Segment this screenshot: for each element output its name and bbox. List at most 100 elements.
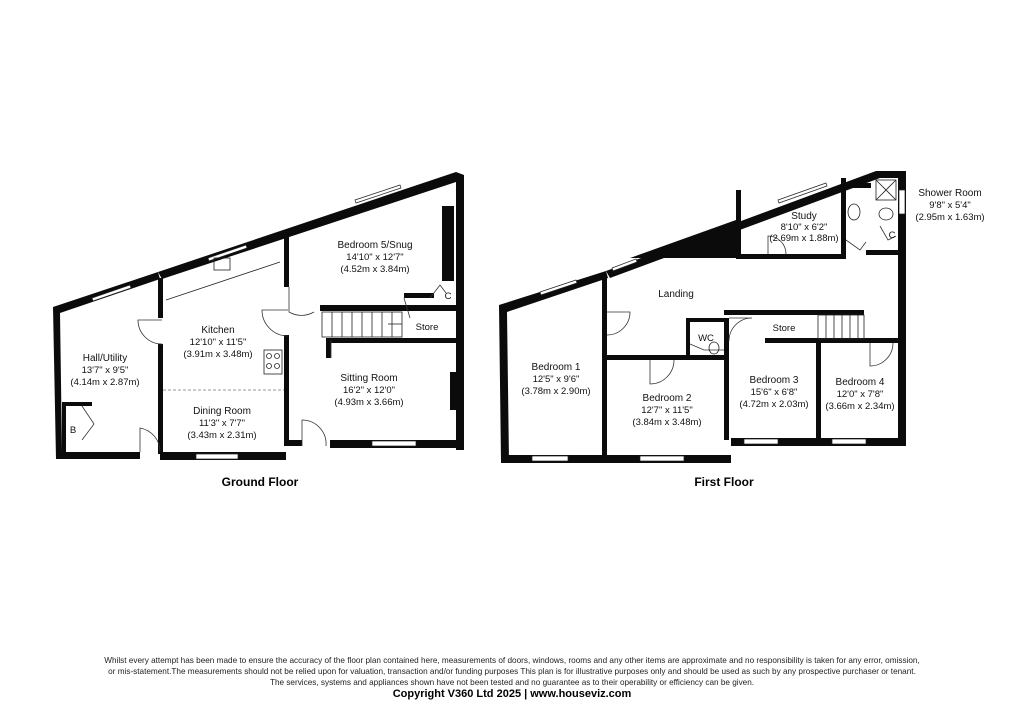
wc-label: WC (698, 333, 714, 344)
ground-floor-plan: Hall/Utility 13'7" x 9'5" (4.14m x 2.87m… (53, 172, 464, 489)
door (606, 311, 631, 336)
wall (602, 278, 607, 458)
study-metric: (2.69m x 1.88m) (769, 233, 838, 244)
first-cupboard-label: C (889, 230, 896, 241)
bedroom4-metric: (3.66m x 2.34m) (825, 401, 894, 412)
shower-imperial: 9'8" x 5'4" (929, 200, 971, 211)
wall (607, 355, 727, 360)
copyright: Copyright V360 Ltd 2025 | www.houseviz.c… (392, 688, 632, 700)
first-floor-bottom-wall-right (731, 438, 906, 446)
window (831, 438, 867, 445)
bedroom2-imperial: 12'7" x 11'5" (641, 405, 692, 416)
window (777, 182, 828, 204)
bedroom3-name: Bedroom 3 (750, 375, 799, 386)
wall (158, 344, 163, 454)
wall (326, 338, 331, 358)
cupboard-door (879, 225, 897, 241)
kitchen-metric: (3.91m x 3.48m) (183, 349, 252, 360)
wall (686, 318, 690, 358)
sitting-metric: (4.93m x 3.66m) (334, 397, 403, 408)
sitting-name: Sitting Room (340, 373, 397, 384)
door (649, 359, 675, 385)
wall (62, 402, 92, 406)
window (639, 455, 685, 462)
basin-icon (847, 203, 861, 221)
door (301, 419, 327, 447)
wall (841, 183, 871, 188)
dining-name: Dining Room (193, 406, 251, 417)
wall (404, 293, 434, 298)
bedroom4-name: Bedroom 4 (836, 377, 885, 388)
bedroom1-metric: (3.78m x 2.90m) (521, 386, 590, 397)
bedroom2-name: Bedroom 2 (643, 393, 692, 404)
dining-imperial: 11'3" x 7'7" (199, 418, 245, 429)
kitchen-name: Kitchen (201, 325, 234, 336)
door (137, 319, 163, 345)
study-name: Study (791, 211, 817, 222)
hob-icon (263, 349, 283, 375)
window (371, 440, 417, 447)
wall (284, 335, 289, 445)
cupboard-door (429, 284, 447, 299)
bedroom2-metric: (3.84m x 3.48m) (632, 417, 701, 428)
wall (736, 190, 741, 258)
door (261, 309, 289, 337)
ground-store-label: Store (416, 322, 439, 333)
first-store-label: Store (773, 323, 796, 334)
wall (284, 440, 302, 446)
roof-void (630, 220, 736, 258)
bedroom4-imperial: 12'0" x 7'8" (837, 389, 884, 400)
wall (284, 232, 289, 287)
door (845, 239, 867, 251)
disclaimer-line: or mis-statement.The measurements should… (108, 667, 916, 676)
ground-cupboard-label: C (445, 291, 452, 302)
store-door (403, 297, 411, 319)
shower-tray-icon (875, 179, 897, 201)
door (869, 342, 894, 367)
study-imperial: 8'10" x 6'2" (781, 222, 828, 233)
dining-metric: (3.43m x 2.31m) (187, 430, 256, 441)
window (611, 258, 638, 272)
hall-metric: (4.14m x 2.87m) (70, 377, 139, 388)
first-floor-title: First Floor (694, 475, 754, 489)
sitting-imperial: 16'2" x 12'0" (343, 385, 395, 396)
wall (866, 250, 900, 255)
bedroom5-imperial: 14'10" x 12'7" (346, 252, 403, 263)
front-door (139, 427, 161, 453)
wall (326, 338, 464, 343)
disclaimer-line: The services, systems and appliances sho… (269, 678, 755, 687)
kitchen-worktop (165, 261, 281, 301)
chimney-breast (442, 206, 454, 281)
kitchen-imperial: 12'10" x 11'5" (190, 337, 247, 348)
landing-name: Landing (658, 289, 694, 300)
window (91, 284, 132, 302)
disclaimer-footer: Whilst every attempt has been made to en… (0, 655, 1024, 700)
window (531, 455, 569, 462)
wc-toilet-icon (708, 341, 720, 355)
hall-imperial: 13'7" x 9'5" (82, 365, 129, 376)
door (728, 317, 753, 342)
boiler-label: B (70, 425, 76, 436)
window (539, 279, 578, 296)
staircase (321, 311, 403, 338)
disclaimer-line: Whilst every attempt has been made to en… (104, 656, 920, 665)
wall (816, 340, 821, 440)
window (207, 244, 248, 262)
wall (724, 310, 864, 315)
window (195, 453, 239, 460)
window (743, 438, 779, 445)
hall-name: Hall/Utility (83, 353, 127, 364)
staircase (817, 314, 865, 340)
bedroom5-metric: (4.52m x 3.84m) (340, 264, 409, 275)
window (898, 189, 906, 215)
bedroom1-name: Bedroom 1 (532, 362, 581, 373)
door (767, 235, 787, 255)
wall (686, 318, 726, 322)
window (354, 184, 402, 204)
bedroom3-metric: (4.72m x 2.03m) (739, 399, 808, 410)
wall (724, 318, 729, 440)
ground-floor-outer-wall-roofline (158, 172, 464, 450)
wall (736, 254, 846, 259)
bedroom3-imperial: 15'6" x 6'8" (751, 387, 798, 398)
floor-plan: Hall/Utility 13'7" x 9'5" (4.14m x 2.87m… (53, 171, 985, 489)
